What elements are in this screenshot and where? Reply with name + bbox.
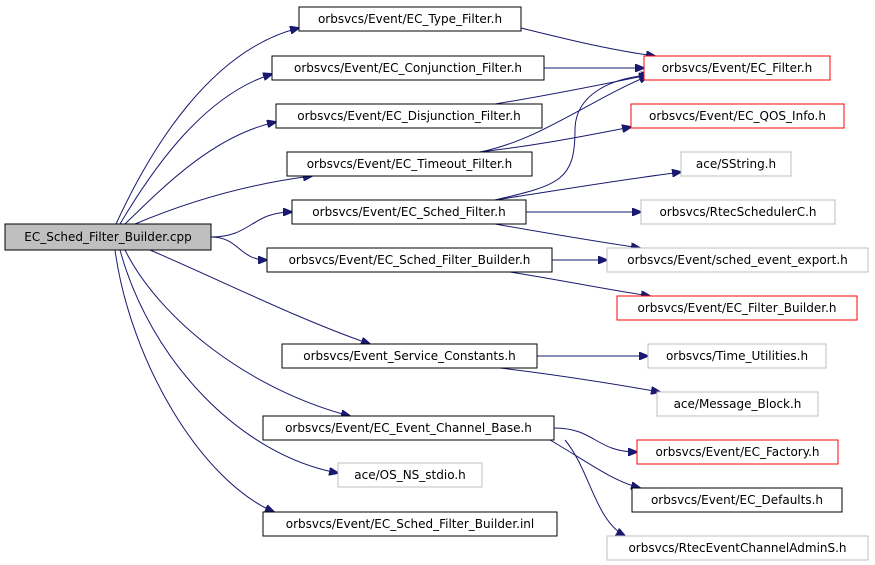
node-box <box>680 151 792 177</box>
node-sstring[interactable]: ace/SString.h <box>680 151 792 177</box>
node-box <box>606 535 869 561</box>
node-box <box>266 247 553 273</box>
edge-root-to-service_constants <box>149 249 370 344</box>
node-root[interactable]: EC_Sched_Filter_Builder.cpp <box>4 223 212 251</box>
node-box <box>656 391 819 417</box>
edges-layer <box>114 27 681 536</box>
node-ec-qos-info[interactable]: orbsvcs/Event/EC_QOS_Info.h <box>630 103 845 129</box>
edge-root-to-type_filter <box>115 28 299 225</box>
edge-root-to-sched_filter_builder_inl <box>114 249 274 512</box>
node-disj-filter[interactable]: orbsvcs/Event/EC_Disjunction_Filter.h <box>275 103 543 129</box>
edge-sched_filter-to-sstring <box>494 172 681 201</box>
edge-root-to-sched_filter_builder_h <box>210 236 267 260</box>
node-label: orbsvcs/Event/sched_event_export.h <box>627 253 847 267</box>
node-label: EC_Sched_Filter_Builder.cpp <box>24 230 191 244</box>
edge-type_filter-to-ec_filter <box>520 27 655 56</box>
node-box <box>636 439 839 465</box>
node-label: orbsvcs/Event/EC_Disjunction_Filter.h <box>297 109 521 123</box>
edge-root-to-os_ns_stdio <box>119 249 338 473</box>
node-label: orbsvcs/Event/EC_Timeout_Filter.h <box>307 157 513 171</box>
node-label: orbsvcs/Event/EC_Filter_Builder.h <box>638 301 837 315</box>
node-sched-event-export[interactable]: orbsvcs/Event/sched_event_export.h <box>606 247 869 273</box>
node-box <box>271 55 545 81</box>
node-box <box>291 199 527 225</box>
node-event-channel-base[interactable]: orbsvcs/Event/EC_Event_Channel_Base.h <box>262 415 555 441</box>
node-box <box>275 103 543 129</box>
node-ec-filter-builder[interactable]: orbsvcs/Event/EC_Filter_Builder.h <box>616 295 858 321</box>
node-time-utilities[interactable]: orbsvcs/Time_Utilities.h <box>647 343 827 369</box>
edge-root-to-event_channel_base <box>124 249 350 416</box>
node-label: orbsvcs/Event/EC_Sched_Filter_Builder.h <box>289 253 531 267</box>
edge-sched_filter_builder_h-to-ec_filter_builder <box>509 271 650 296</box>
node-message-block[interactable]: ace/Message_Block.h <box>656 391 819 417</box>
node-label: orbsvcs/Event/EC_Sched_Filter_Builder.in… <box>286 517 534 531</box>
node-ec-filter[interactable]: orbsvcs/Event/EC_Filter.h <box>643 55 831 81</box>
node-label: orbsvcs/Time_Utilities.h <box>666 349 808 363</box>
node-box <box>337 462 483 488</box>
edge-disj_filter-to-ec_filter <box>494 75 648 105</box>
edge-sched_filter-to-sched_event_export <box>494 223 640 248</box>
node-sched-filter[interactable]: orbsvcs/Event/EC_Sched_Filter.h <box>291 199 527 225</box>
node-box <box>286 151 533 177</box>
node-ec-defaults[interactable]: orbsvcs/Event/EC_Defaults.h <box>631 487 843 513</box>
edge-event_channel_base-to-ec_defaults <box>549 439 640 488</box>
node-box <box>281 343 538 369</box>
node-label: orbsvcs/Event/EC_Defaults.h <box>651 493 823 507</box>
node-timeout-filter[interactable]: orbsvcs/Event/EC_Timeout_Filter.h <box>286 151 533 177</box>
node-box <box>640 199 836 225</box>
edge-timeout_filter-to-ec_filter <box>479 76 648 153</box>
node-type-filter[interactable]: orbsvcs/Event/EC_Type_Filter.h <box>298 6 522 32</box>
node-box <box>4 223 212 251</box>
node-service-constants[interactable]: orbsvcs/Event_Service_Constants.h <box>281 343 538 369</box>
node-box <box>262 511 558 537</box>
edge-service_constants-to-message_block <box>499 367 660 392</box>
node-ec-factory[interactable]: orbsvcs/Event/EC_Factory.h <box>636 439 839 465</box>
node-box <box>631 487 843 513</box>
node-box <box>647 343 827 369</box>
node-label: orbsvcs/Event/EC_Filter.h <box>662 61 813 75</box>
node-label: ace/SString.h <box>696 157 776 171</box>
edge-timeout_filter-to-ec_qos_info <box>479 127 631 153</box>
node-label: orbsvcs/Event/EC_Sched_Filter.h <box>312 205 505 219</box>
edge-root-to-disj_filter <box>124 122 276 225</box>
node-box <box>630 103 845 129</box>
node-label: orbsvcs/Event/EC_Type_Filter.h <box>318 12 502 26</box>
node-label: orbsvcs/Event/EC_Factory.h <box>655 445 819 459</box>
node-label: orbsvcs/Event_Service_Constants.h <box>303 349 515 363</box>
node-label: orbsvcs/Event/EC_Conjunction_Filter.h <box>294 61 522 75</box>
nodes-layer: EC_Sched_Filter_Builder.cpp orbsvcs/Event… <box>4 6 869 561</box>
node-box <box>262 415 555 441</box>
edge-root-to-sched_filter <box>210 212 292 238</box>
node-label: orbsvcs/Event/EC_Event_Channel_Base.h <box>285 421 532 435</box>
node-label: orbsvcs/RtecSchedulerC.h <box>659 205 816 219</box>
edge-sched_filter-to-ec_filter <box>494 75 650 201</box>
node-box <box>643 55 831 81</box>
edge-root-to-timeout_filter <box>134 176 312 225</box>
node-label: ace/Message_Block.h <box>674 397 802 411</box>
node-sched-filter-builder-inl[interactable]: orbsvcs/Event/EC_Sched_Filter_Builder.in… <box>262 511 558 537</box>
edge-root-to-conj_filter <box>119 74 272 225</box>
node-os-ns-stdio[interactable]: ace/OS_NS_stdio.h <box>337 462 483 488</box>
node-label: orbsvcs/Event/EC_QOS_Info.h <box>649 109 826 123</box>
node-label: ace/OS_NS_stdio.h <box>354 468 466 482</box>
node-rtec-scheduler[interactable]: orbsvcs/RtecSchedulerC.h <box>640 199 836 225</box>
edge-event_channel_base-to-rtec_admin <box>564 439 625 536</box>
edge-event_channel_base-to-ec_factory <box>553 427 637 452</box>
node-rtec-admin[interactable]: orbsvcs/RtecEventChannelAdminS.h <box>606 535 869 561</box>
node-box <box>616 295 858 321</box>
node-conj-filter[interactable]: orbsvcs/Event/EC_Conjunction_Filter.h <box>271 55 545 81</box>
node-box <box>606 247 869 273</box>
node-box <box>298 6 522 32</box>
node-label: orbsvcs/RtecEventChannelAdminS.h <box>628 541 846 555</box>
node-sched-filter-builder-h[interactable]: orbsvcs/Event/EC_Sched_Filter_Builder.h <box>266 247 553 273</box>
